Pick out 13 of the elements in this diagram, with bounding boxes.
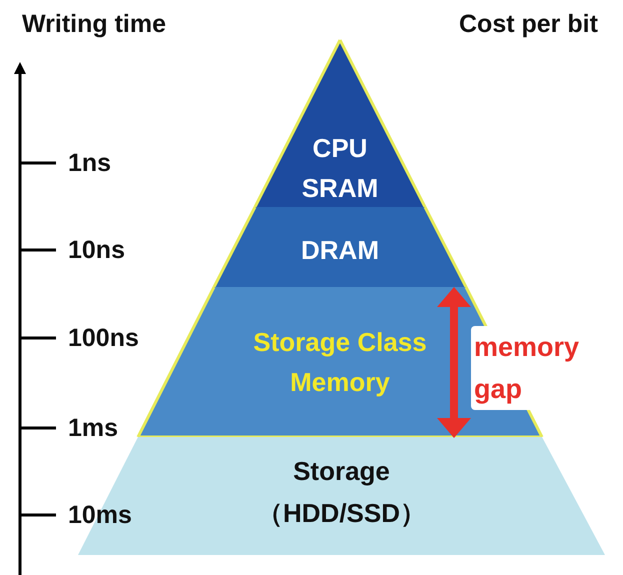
layer-label: Storage Class Memory <box>252 326 428 399</box>
layer-label: DRAM <box>300 234 380 267</box>
tick-label: 10ms <box>68 503 132 528</box>
tick-label: 100ns <box>68 326 139 351</box>
pyramid-layer <box>214 207 466 287</box>
axis-title: Writing time <box>22 12 166 37</box>
tick-label: 10ns <box>68 238 125 263</box>
tick-label: 1ns <box>68 151 112 176</box>
tick-label: 1ms <box>68 416 118 441</box>
pyramid-layer <box>255 40 425 207</box>
axis-title: Cost per bit <box>459 12 598 37</box>
layer-label: CPU SRAM <box>300 132 380 205</box>
layer-label: Storage （HDD/SSD） <box>256 455 427 530</box>
